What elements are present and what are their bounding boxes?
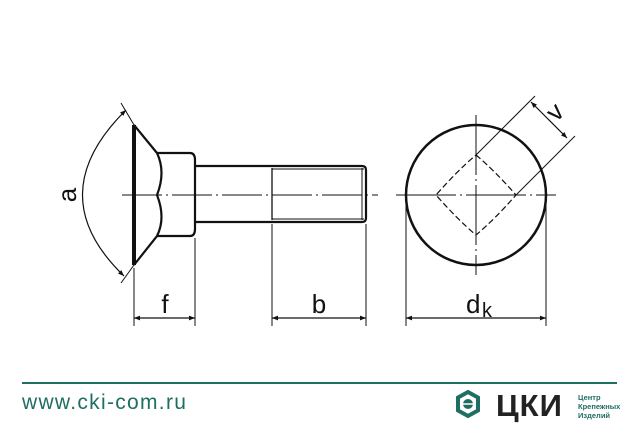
website-link[interactable]: www.cki-com.ru [22, 391, 188, 414]
head-height-label: f [161, 289, 169, 319]
tagline-line: Изделий [578, 411, 611, 420]
bolt-side-view [82, 102, 378, 326]
tagline-line: Центр [578, 393, 601, 402]
bolt-head-top-view [396, 95, 576, 326]
tagline-line: Крепежных [578, 402, 621, 411]
thread-length-label: b [312, 289, 326, 319]
head-diameter-subscript: k [482, 300, 493, 322]
brand-name: ЦКИ [496, 388, 563, 423]
head-diameter-label: d [466, 289, 480, 319]
square-width-label: v [539, 96, 569, 126]
angle-label: a [52, 187, 82, 202]
brand-tagline: Центр Крепежных Изделий [578, 393, 620, 420]
cki-logo-icon [456, 389, 480, 419]
